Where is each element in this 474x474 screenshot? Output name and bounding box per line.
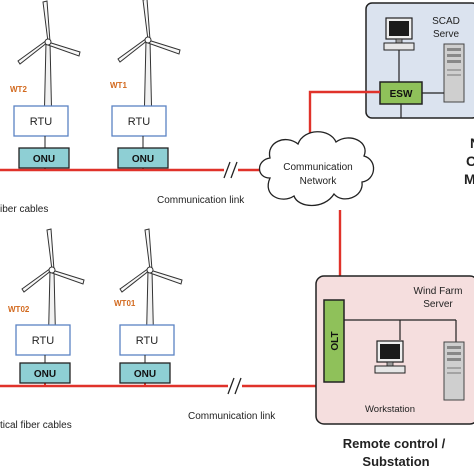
rtu-box	[13, 105, 69, 137]
turbine-label-wt02: WT02	[8, 305, 30, 314]
rtu-label: RTU	[136, 335, 158, 347]
rtu-label: RTU	[32, 335, 54, 347]
wind-turbine-icon	[117, 0, 181, 107]
substation-caption-line2: Substation	[362, 454, 429, 469]
bottom-cable-label: tical fiber cables	[0, 420, 72, 431]
wind-farm-server-label-2: Server	[423, 299, 453, 310]
control-center-server-label: SCAD	[432, 16, 460, 27]
cloud-label-line2: Network	[300, 176, 338, 187]
control-center-server-label-2: Serve	[433, 29, 460, 40]
top-cable-label: iber cables	[0, 204, 48, 215]
bottom-link-break-marker	[227, 377, 242, 395]
onu-label: ONU	[132, 154, 154, 165]
rtu-label: RTU	[30, 116, 52, 128]
wind-turbine-icon	[119, 228, 183, 337]
esw-label: ESW	[390, 89, 413, 100]
onu-box	[19, 362, 71, 384]
onu-box	[117, 147, 169, 169]
control-center-pc-icon	[383, 17, 415, 51]
control-center-side-label-2: C	[466, 153, 474, 169]
substation-caption-line1: Remote control /	[343, 436, 446, 451]
rtu-label: RTU	[128, 116, 150, 128]
wind-farm-server-label: Wind Farm	[414, 286, 463, 297]
rtu-box	[111, 105, 167, 137]
scada-server-icon	[443, 43, 465, 103]
onu-label: ONU	[33, 154, 55, 165]
onu-label: ONU	[34, 369, 56, 380]
wind-turbine-icon	[21, 228, 85, 337]
bottom-link-label: Communication link	[188, 411, 276, 422]
workstation-label: Workstation	[365, 404, 415, 415]
communication-network-cloud	[258, 131, 375, 207]
rtu-box	[15, 324, 71, 356]
cloud-label-line1: Communication	[283, 162, 352, 173]
turbine-label-wt1: WT1	[110, 81, 127, 90]
olt-terminal	[323, 299, 345, 383]
wind-turbine-icon	[17, 0, 81, 109]
onu-label: ONU	[134, 369, 156, 380]
control-center-side-label-1: N	[470, 135, 474, 151]
cloud-to-control-link	[308, 90, 380, 135]
workstation-pc-icon	[374, 340, 406, 374]
onu-box	[119, 362, 171, 384]
rtu-box	[119, 324, 175, 356]
control-center-side-label-3: M	[464, 171, 474, 187]
onu-box	[18, 147, 70, 169]
wind-farm-server-icon	[443, 341, 465, 401]
turbine-label-wt01: WT01	[114, 299, 136, 308]
top-link-label: Communication link	[157, 195, 245, 206]
top-link-break-marker	[223, 161, 238, 179]
olt-label: OLT	[330, 331, 341, 350]
turbine-label-wt2: WT2	[10, 85, 27, 94]
